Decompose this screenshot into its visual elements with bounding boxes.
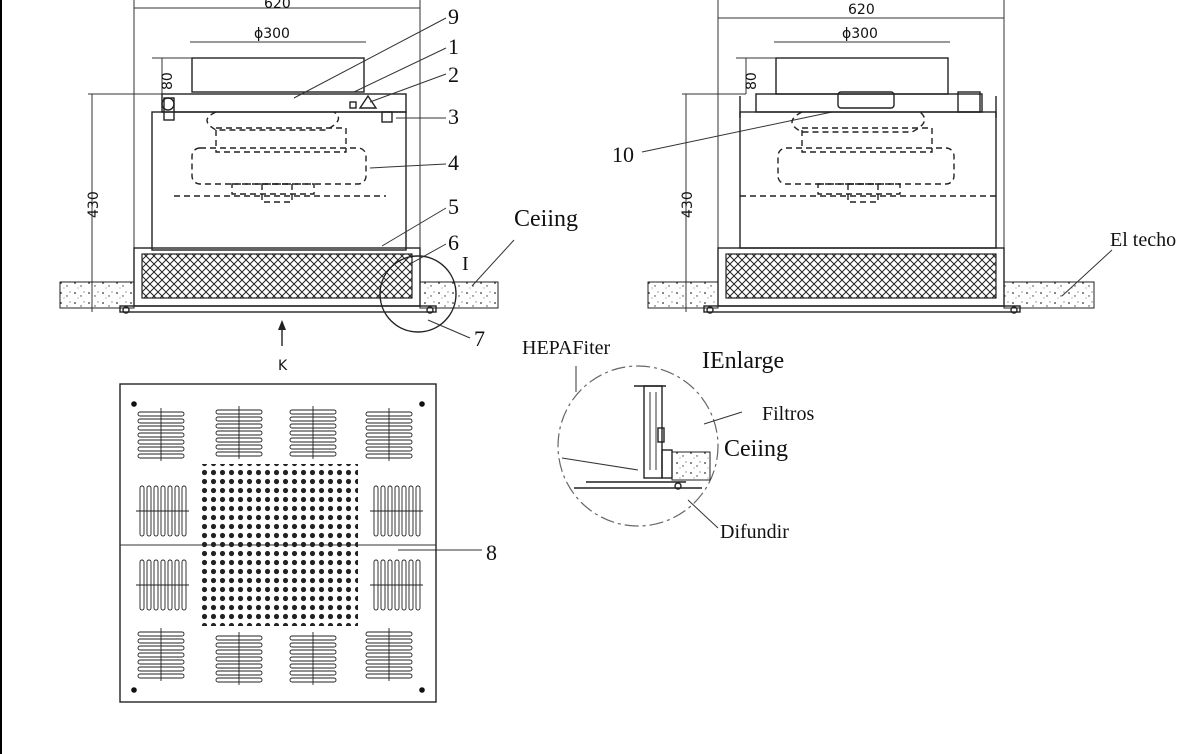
- left-collar-dimension: 80: [160, 72, 176, 90]
- part-number-10: 10: [612, 142, 634, 167]
- part-leaders: [293, 17, 833, 551]
- part-number-9: 9: [448, 4, 459, 29]
- hepa-filter-label: HEPAFiter: [522, 337, 611, 359]
- left-section-view: 620 ϕ300 80 430: [59, 0, 499, 374]
- right-section-view: 620 ϕ300 80 430: [647, 0, 1113, 314]
- ceiling-detail-label: Ceiing: [724, 436, 788, 462]
- right-width-dimension: 620: [848, 2, 875, 18]
- part-number-8: 8: [486, 540, 497, 565]
- right-height-dimension: 430: [680, 191, 696, 218]
- enlarge-label: IEnlarge: [702, 348, 784, 374]
- part-number-5: 5: [448, 194, 459, 219]
- part-number-2: 2: [448, 62, 459, 87]
- detail-mark-label: I: [462, 253, 469, 275]
- ceiling-label-right: El techo: [1110, 229, 1176, 251]
- filters-label: Filtros: [762, 403, 814, 425]
- ceiling-label-left: Ceiing: [514, 206, 578, 232]
- detail-enlarge-view: [557, 365, 743, 529]
- left-width-dimension: 620: [264, 0, 291, 12]
- view-arrow-label: K: [278, 358, 288, 374]
- part-number-6: 6: [448, 230, 459, 255]
- part-number-7: 7: [474, 326, 485, 351]
- part-number-1: 1: [448, 34, 459, 59]
- right-collar-dimension: 80: [744, 72, 760, 90]
- right-duct-dimension: ϕ300: [842, 26, 878, 42]
- part-number-4: 4: [448, 150, 459, 175]
- part-number-3: 3: [448, 104, 459, 129]
- left-duct-dimension: ϕ300: [254, 26, 290, 42]
- left-height-dimension: 430: [86, 191, 102, 218]
- diffuser-label: Difundir: [720, 521, 789, 543]
- part-number-labels: 9 1 2 3 4 5 6 7 8 10: [448, 4, 634, 565]
- diffuser-face-view: [119, 383, 437, 703]
